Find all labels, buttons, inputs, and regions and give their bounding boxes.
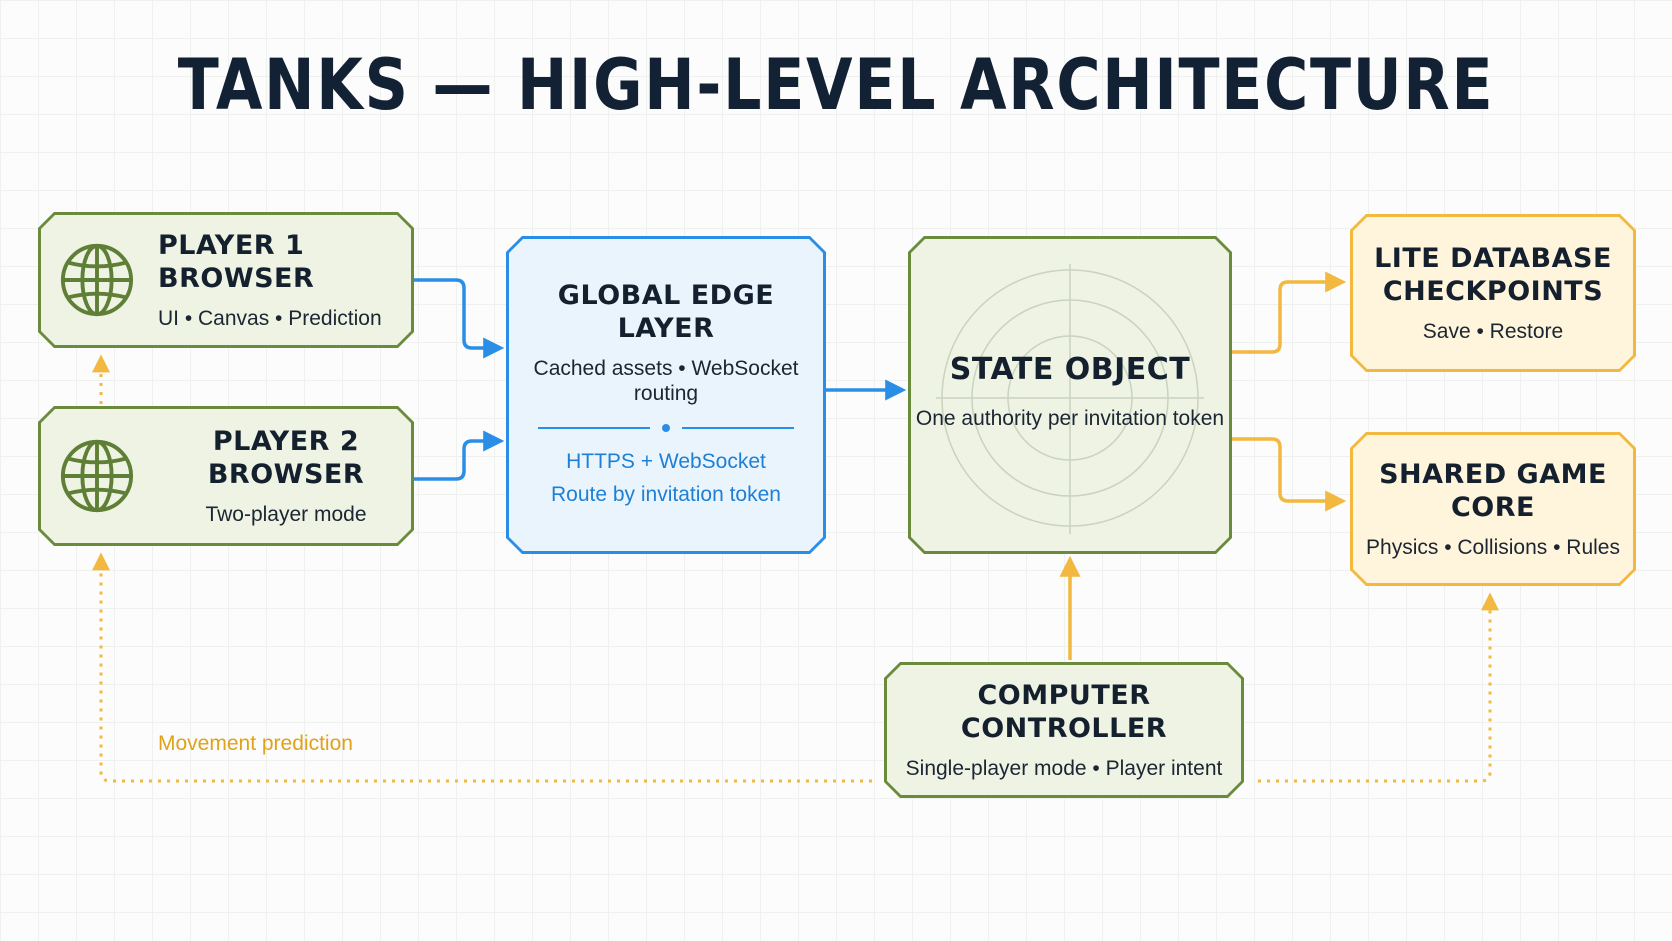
globe-icon xyxy=(58,241,136,319)
state-object-node: STATE OBJECT One authority per invitatio… xyxy=(908,236,1232,554)
edge-routing: Route by invitation token xyxy=(551,482,781,506)
global-edge-layer-node: GLOBAL EDGE LAYER Cached assets • WebSoc… xyxy=(506,236,826,554)
core-subtitle: Physics • Collisions • Rules xyxy=(1366,536,1620,560)
database-heading-line2: CHECKPOINTS xyxy=(1382,276,1604,308)
connector-state-to-core xyxy=(1232,437,1347,512)
connector-dotted-movement-left xyxy=(92,552,872,783)
player1-subtitle: UI • Canvas • Prediction xyxy=(158,307,382,331)
computer-heading: COMPUTER CONTROLLER xyxy=(960,679,1168,745)
state-heading: STATE OBJECT xyxy=(949,351,1191,387)
database-checkpoints-node: LITE DATABASE CHECKPOINTS Save • Restore xyxy=(1350,214,1636,372)
state-subtitle: One authority per invitation token xyxy=(915,407,1225,431)
computer-controller-node: COMPUTER CONTROLLER Single-player mode •… xyxy=(884,662,1244,798)
edge-subtitle: Cached assets • WebSocket routing xyxy=(533,357,799,406)
database-heading-line1: LITE DATABASE xyxy=(1374,242,1612,274)
player2-browser-node: PLAYER 2 BROWSER Two-player mode xyxy=(38,406,414,546)
page-title: TANKS — HIGH-LEVEL ARCHITECTURE xyxy=(177,44,1495,126)
edge-divider xyxy=(506,424,826,432)
crosshair-reticle-icon xyxy=(908,236,1232,554)
globe-icon xyxy=(58,437,136,515)
connector-dotted-movement-right xyxy=(1258,592,1499,783)
player2-heading: PLAYER 2 BROWSER xyxy=(207,425,365,491)
database-subtitle: Save • Restore xyxy=(1422,320,1564,344)
player2-subtitle: Two-player mode xyxy=(205,503,367,527)
movement-prediction-label: Movement prediction xyxy=(158,732,353,755)
player1-browser-node: PLAYER 1 BROWSER UI • Canvas • Predictio… xyxy=(38,212,414,348)
connector-state-to-database xyxy=(1232,271,1347,354)
shared-game-core-node: SHARED GAME CORE Physics • Collisions • … xyxy=(1350,432,1636,586)
computer-subtitle: Single-player mode • Player intent xyxy=(905,757,1223,781)
connector-player1-to-edge xyxy=(412,278,505,359)
connector-player2-to-edge xyxy=(412,430,505,481)
player1-heading: PLAYER 1 BROWSER xyxy=(158,229,315,295)
edge-protocol: HTTPS + WebSocket xyxy=(566,450,766,474)
edge-heading: GLOBAL EDGE LAYER xyxy=(557,279,775,345)
core-heading: SHARED GAME CORE xyxy=(1379,458,1607,524)
